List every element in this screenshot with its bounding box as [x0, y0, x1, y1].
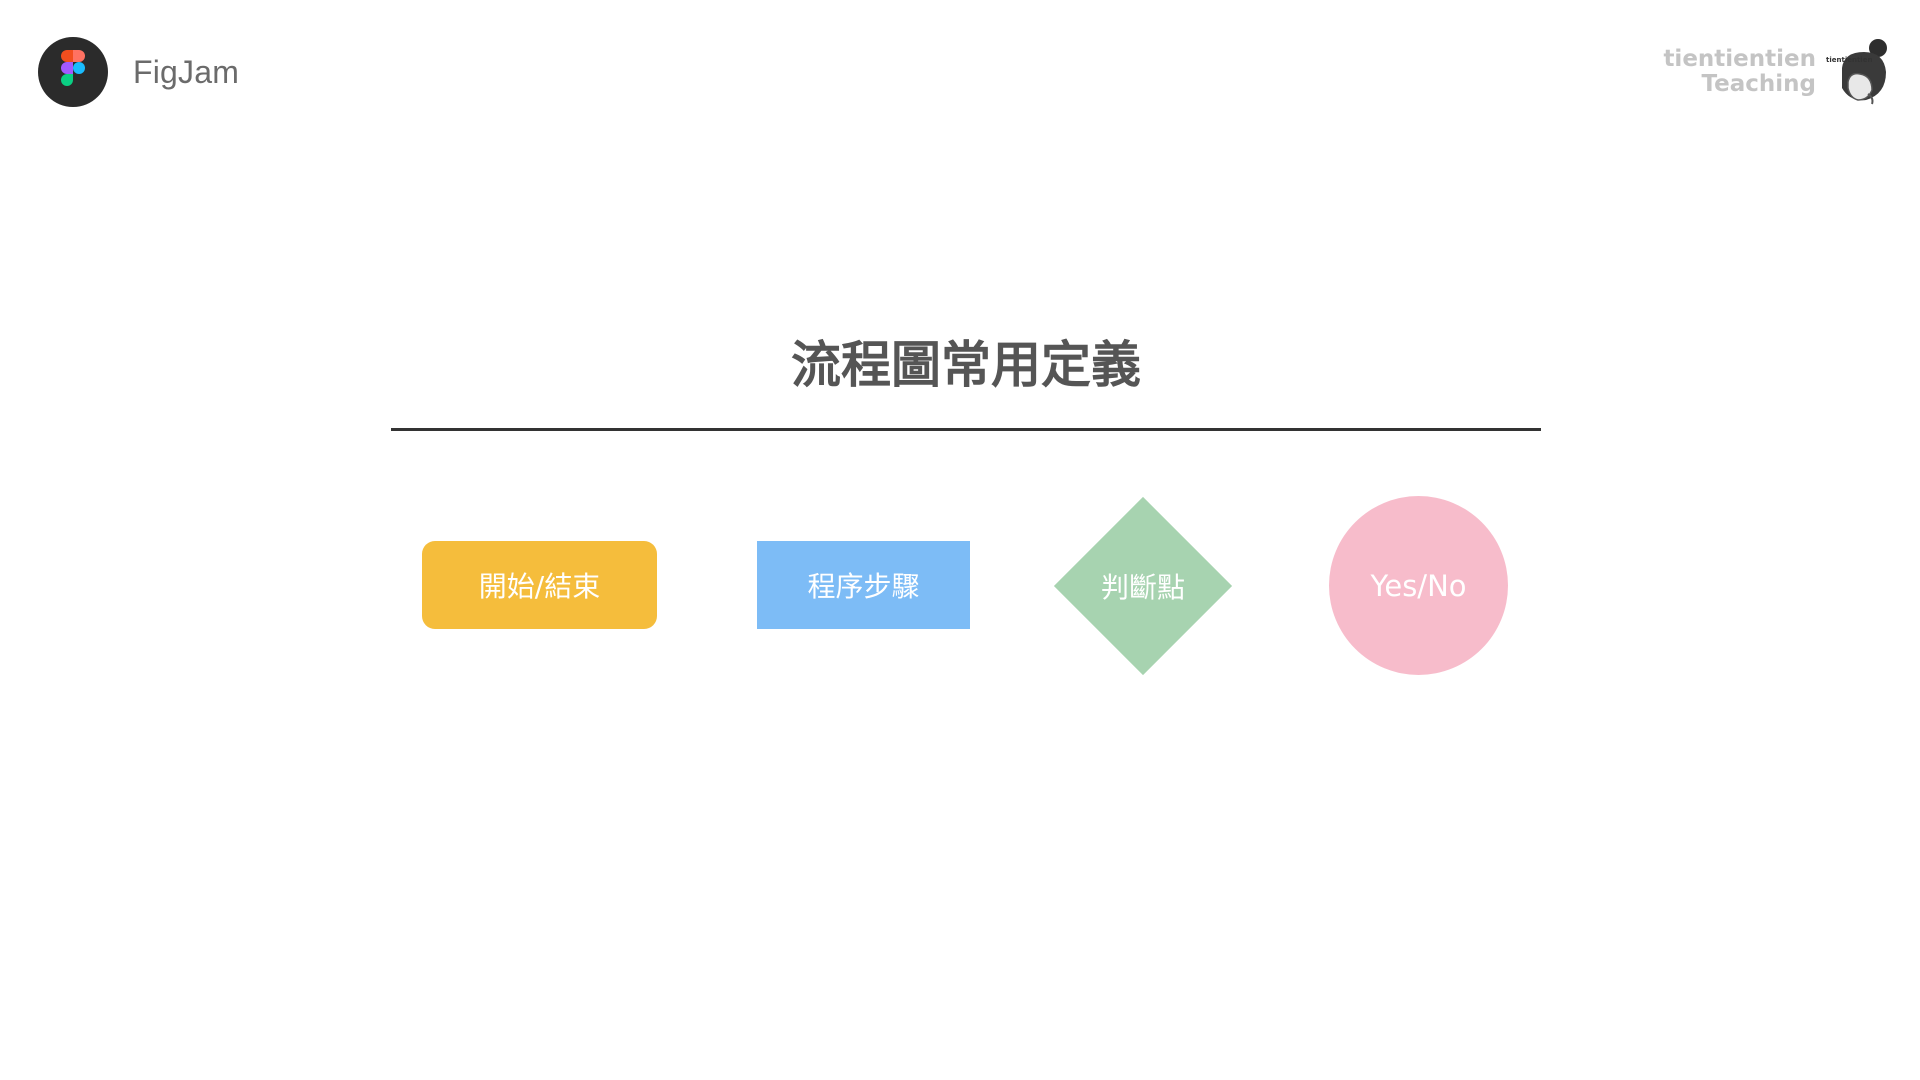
figma-logo-icon	[38, 37, 108, 107]
title-divider	[391, 428, 1541, 431]
process-label: 程序步驟	[807, 570, 920, 603]
decision-label: 判斷點	[1100, 571, 1185, 604]
teacher-brand: tientientien Teaching tientientien	[1663, 38, 1892, 106]
process-shape: 程序步驟	[757, 541, 970, 629]
app-name: FigJam	[133, 53, 240, 90]
avatar-caption: tientientien	[1826, 56, 1873, 64]
brand-header: FigJam	[38, 37, 239, 107]
page-title: 流程圖常用定義	[791, 336, 1141, 394]
teacher-name: tientientien	[1663, 46, 1816, 72]
connector-label: Yes/No	[1370, 568, 1467, 603]
decision-shape: 判斷點	[1053, 496, 1233, 676]
teacher-avatar-icon: tientientien	[1826, 38, 1892, 106]
teacher-subtitle: Teaching	[1701, 71, 1816, 97]
connector-shape: Yes/No	[1329, 496, 1508, 675]
terminal-label: 開始/結束	[478, 570, 601, 603]
terminal-shape: 開始/結束	[422, 541, 657, 629]
teacher-text: tientientien Teaching	[1663, 47, 1816, 97]
